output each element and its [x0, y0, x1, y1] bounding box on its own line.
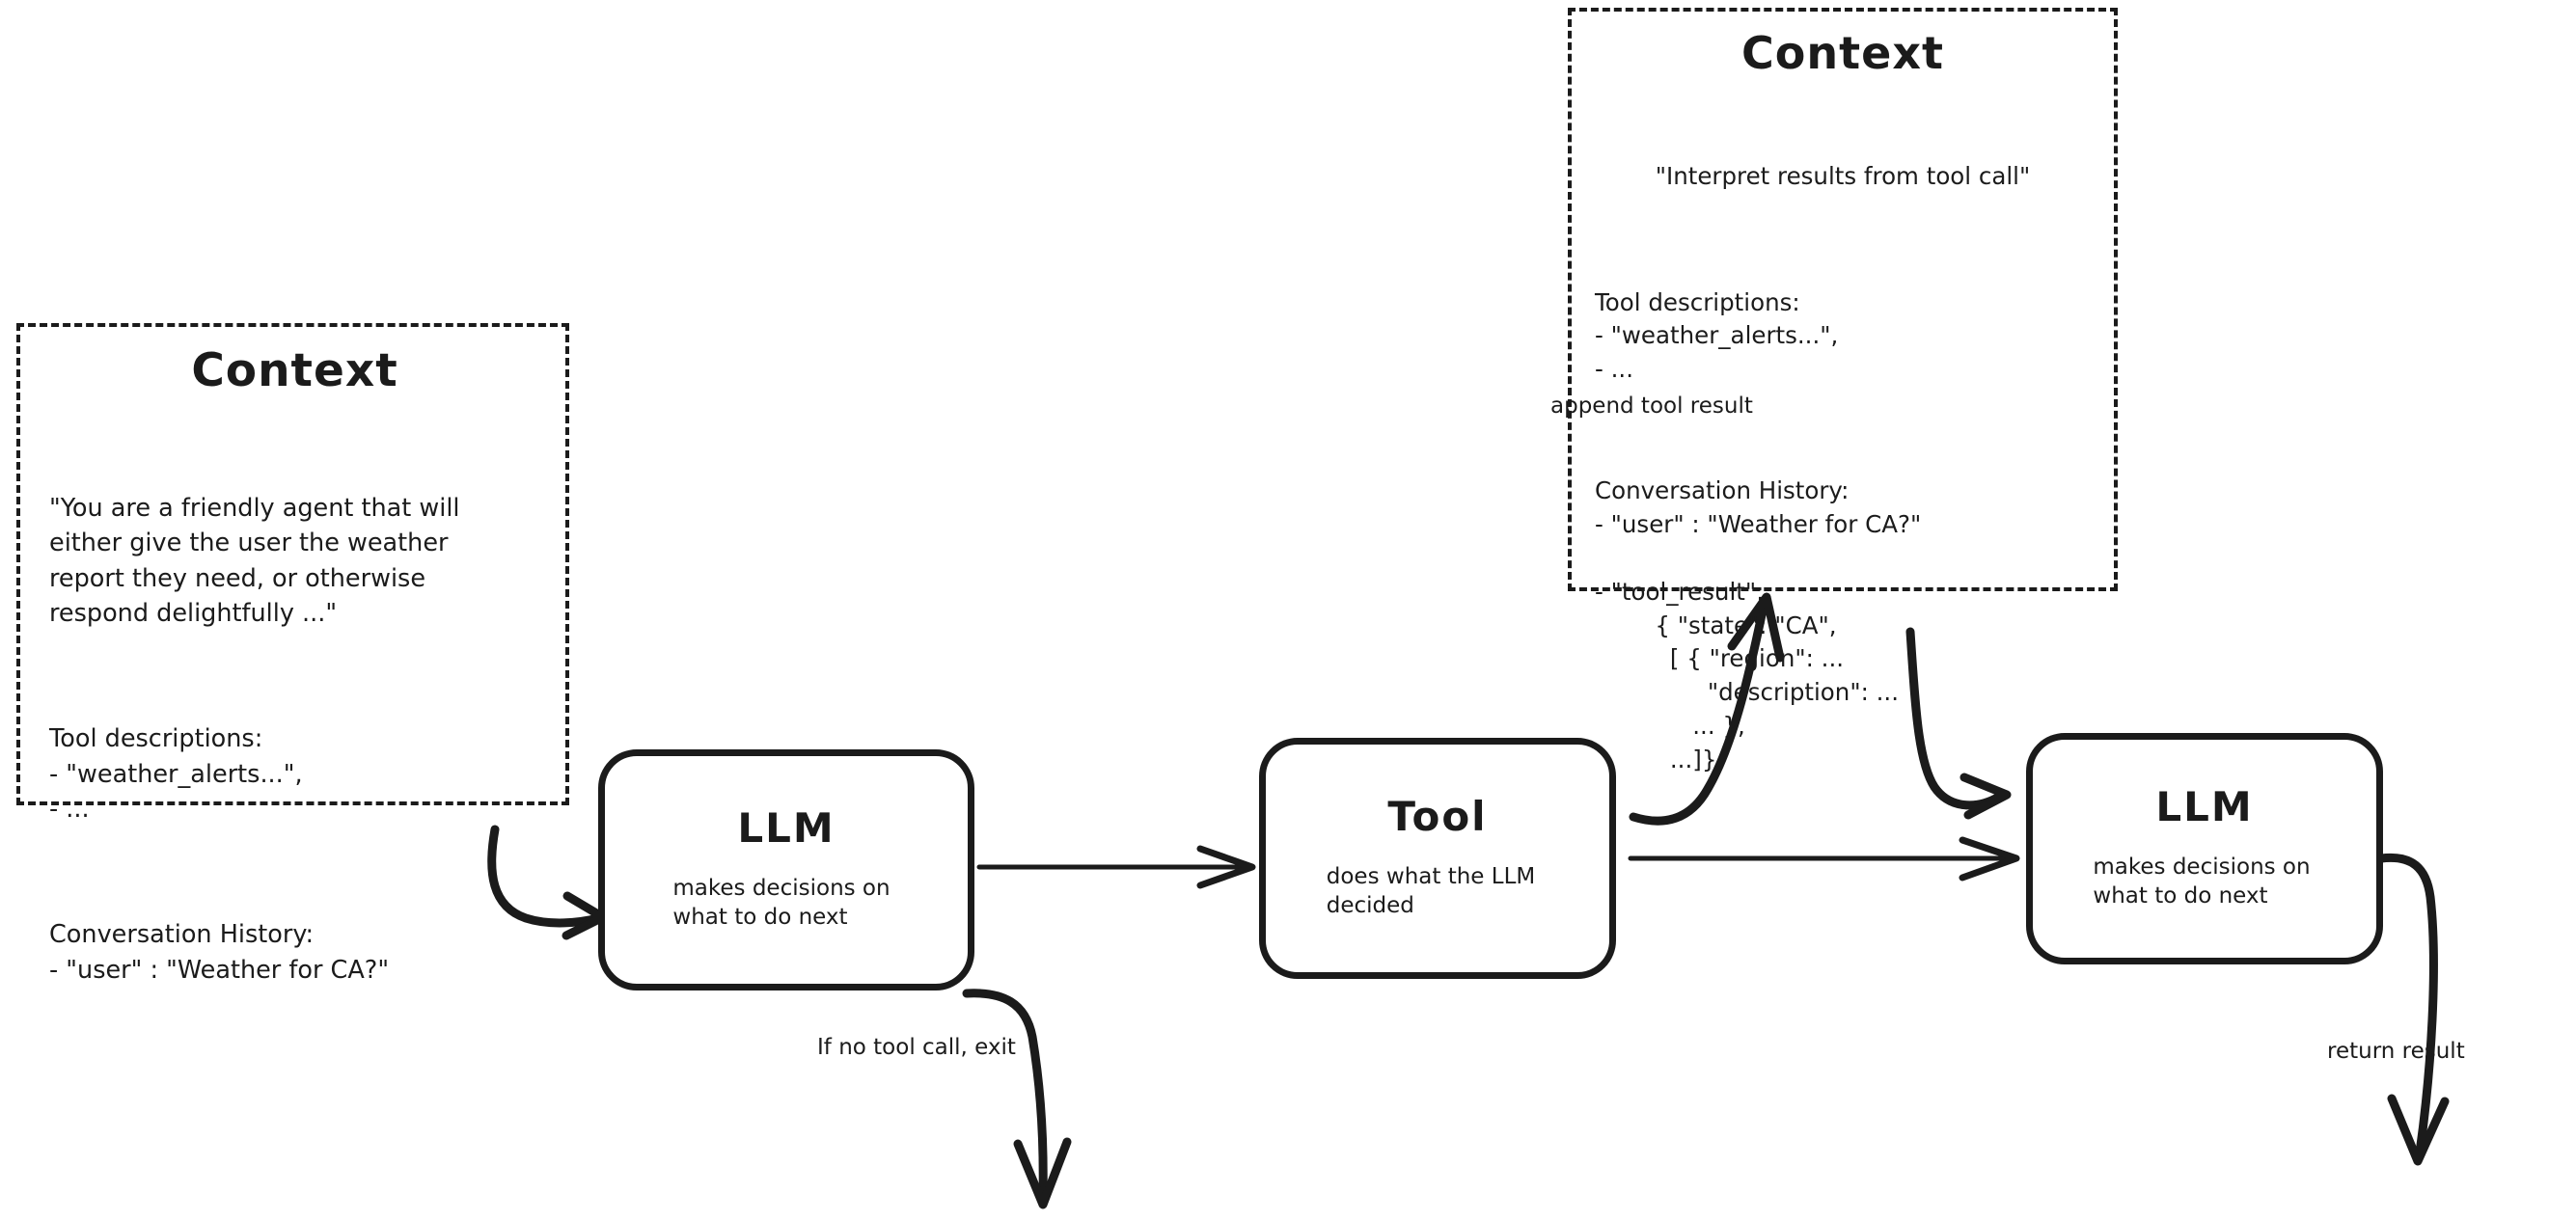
context-right-body: "Interpret results from tool call" Tool …	[1595, 94, 2091, 844]
edge-label-append-tool-result: append tool result	[1550, 393, 1753, 419]
node-llm-first-subtitle: makes decisions on what to do next	[672, 875, 891, 930]
node-tool-title: Tool	[1387, 792, 1488, 840]
context-right-tool-descriptions: Tool descriptions: - "weather_alerts..."…	[1595, 287, 1839, 384]
arrow-tool-to-llm2	[1628, 836, 2020, 882]
node-tool-subtitle: does what the LLM decided	[1326, 863, 1536, 918]
node-llm-second[interactable]: LLM makes decisions on what to do next	[2026, 733, 2383, 964]
arrow-llm1-exit	[962, 989, 1072, 1209]
node-tool[interactable]: Tool does what the LLM decided	[1259, 738, 1616, 979]
context-left-title: Context	[191, 344, 398, 397]
node-llm-first[interactable]: LLM makes decisions on what to do next	[598, 749, 974, 990]
context-left-system-prompt: "You are a friendly agent that will eith…	[49, 494, 460, 628]
edge-label-return-result: return result	[2327, 1039, 2465, 1064]
context-right-system-prompt: "Interpret results from tool call"	[1655, 162, 2031, 191]
node-llm-first-title: LLM	[737, 803, 836, 852]
context-left-tool-descriptions: Tool descriptions: - "weather_alerts..."…	[49, 724, 303, 824]
context-panel-right: Context "Interpret results from tool cal…	[1568, 8, 2118, 773]
edge-label-if-no-tool-call-exit: If no tool call, exit	[817, 1035, 1016, 1060]
arrow-llm1-to-tool	[976, 845, 1256, 889]
context-right-title: Context	[1741, 27, 1944, 79]
context-panel-left: Context "You are a friendly agent that w…	[16, 323, 569, 985]
node-llm-second-subtitle: makes decisions on what to do next	[2093, 854, 2311, 909]
context-left-conversation-history: Conversation History: - "user" : "Weathe…	[49, 920, 390, 985]
node-llm-second-title: LLM	[2155, 782, 2254, 830]
context-right-conversation-history: Conversation History: - "user" : "Weathe…	[1595, 476, 1922, 773]
arrow-llm2-return	[2376, 853, 2450, 1166]
context-left-body: "You are a friendly agent that will eith…	[49, 421, 540, 1057]
